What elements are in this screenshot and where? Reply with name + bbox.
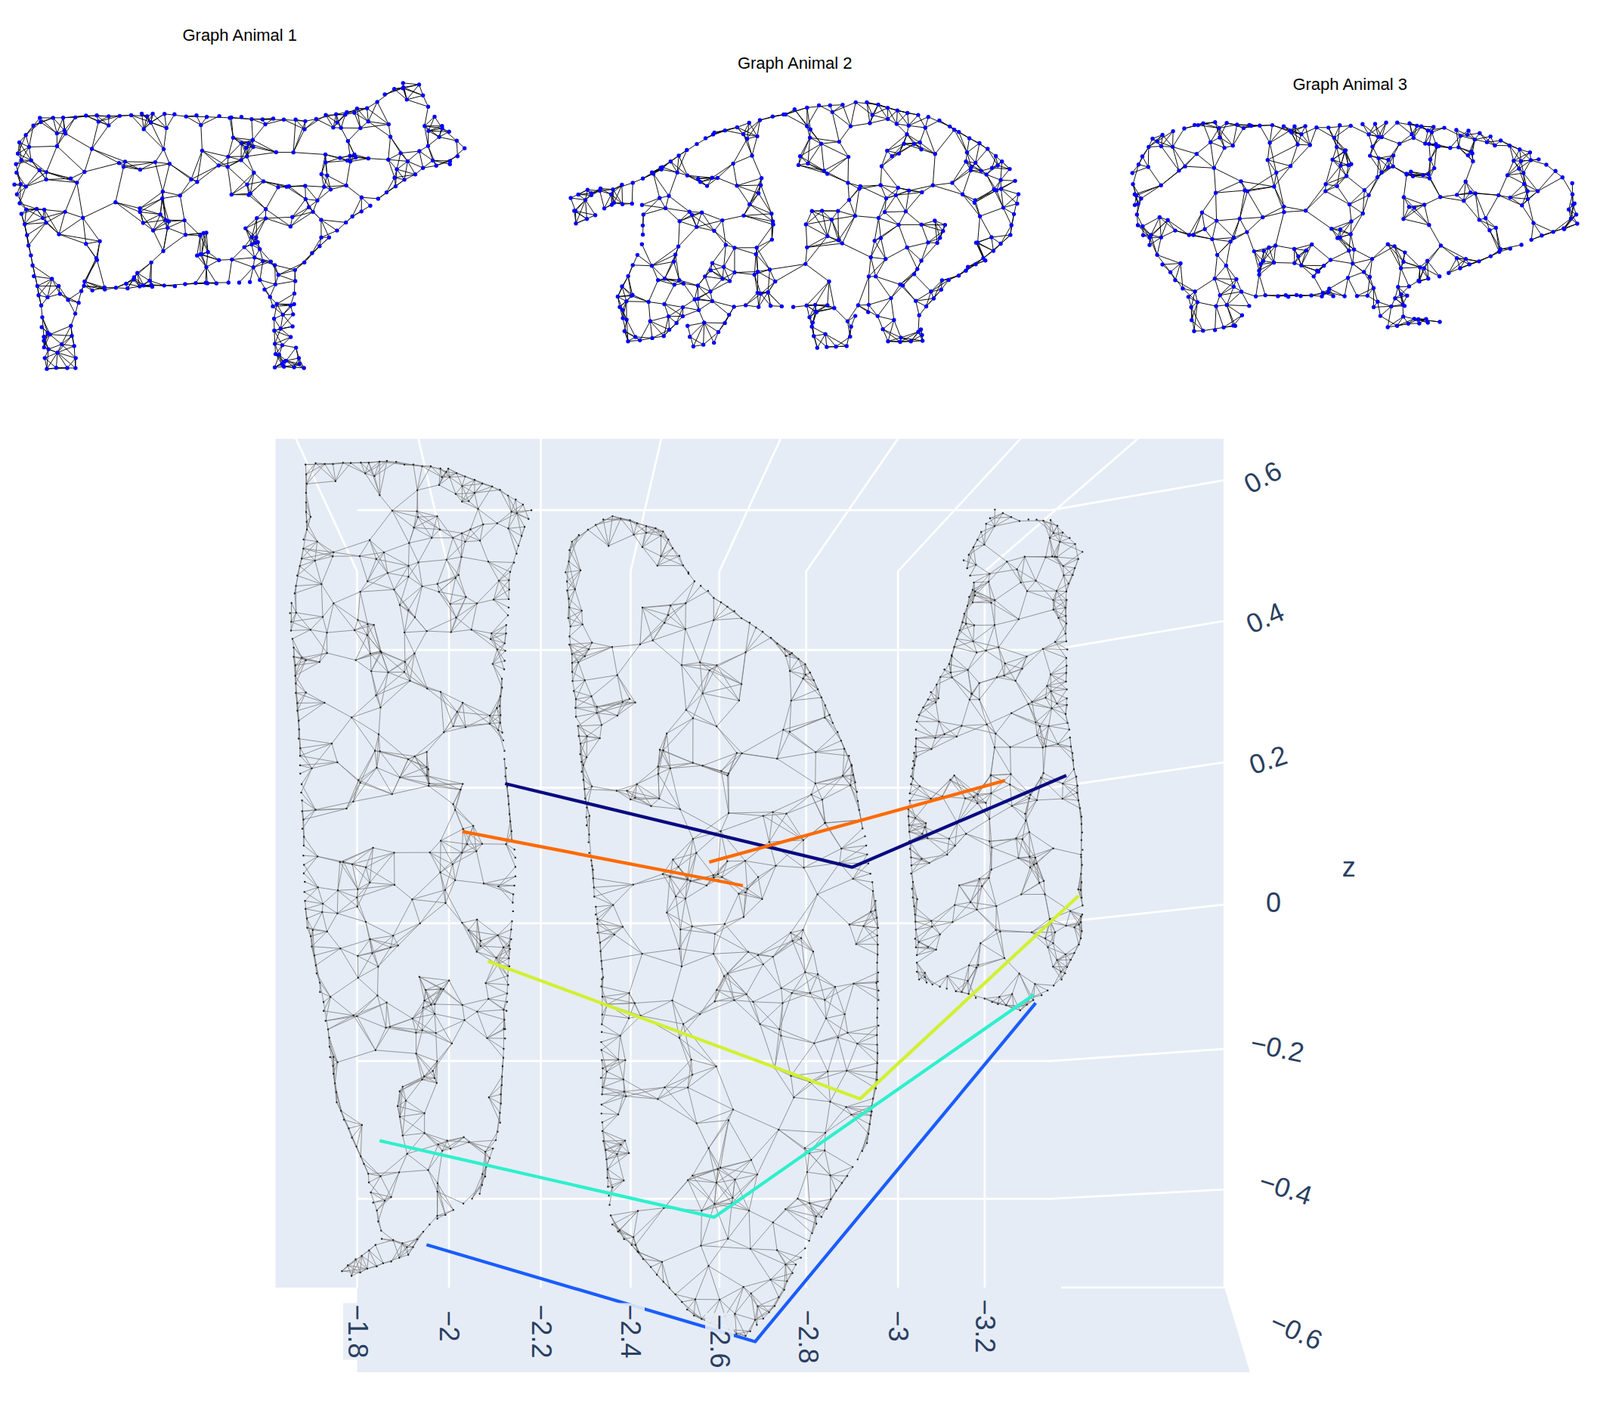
axis-title: z — [1342, 854, 1356, 882]
axis-tick: 0.6 — [1240, 456, 1287, 499]
axis-tick: −2.4 — [615, 1302, 645, 1360]
correspondence-line — [426, 1002, 1036, 1342]
mesh-vertices — [906, 508, 1084, 1012]
mesh-vertices — [288, 460, 533, 1278]
axis-tick: −0.4 — [1256, 1167, 1316, 1211]
axis-tick: 0 — [1265, 889, 1282, 917]
correspondence-line — [487, 895, 1079, 1099]
grid-line — [357, 1048, 1241, 1062]
axis-tick: 0.2 — [1246, 741, 1291, 780]
correspondence-line — [379, 994, 1034, 1217]
axis-tick: −3.2 — [970, 1298, 1000, 1356]
grid-line — [1223, 439, 1226, 1288]
figure-title: Graph Animal 2 — [737, 55, 853, 72]
axis-tick: −2.2 — [526, 1302, 556, 1360]
grid-line — [357, 618, 1241, 650]
mesh-edges — [1132, 122, 1578, 332]
grid-line — [984, 439, 1139, 1288]
grid-line — [1061, 1287, 1225, 1290]
axis-tick: −2 — [434, 1309, 464, 1344]
grid-line — [357, 903, 1241, 924]
axis-tick: −0.6 — [1265, 1308, 1327, 1356]
correspondence-line — [708, 780, 1006, 863]
grid-line — [897, 439, 1021, 1288]
axis-tick: 0.4 — [1242, 598, 1288, 639]
figure-title: Graph Animal 3 — [1292, 76, 1408, 93]
mesh-edges — [570, 102, 1019, 348]
axis-tick: −2.8 — [793, 1308, 823, 1365]
graph-mesh — [1130, 120, 1580, 334]
mesh-vertices — [1130, 120, 1580, 334]
mesh-3d — [288, 460, 533, 1278]
grid-line — [357, 477, 1241, 511]
graph-mesh — [12, 80, 467, 372]
axis-tick: −2.6 — [705, 1313, 734, 1371]
correspondence-lines — [379, 775, 1079, 1342]
mesh-edges — [908, 509, 1084, 1011]
plot-background — [275, 439, 1251, 1373]
axis-tick: −3 — [883, 1309, 913, 1344]
mesh-vertices — [12, 80, 467, 372]
grid-line — [357, 760, 1241, 788]
figure-title: Graph Animal 1 — [182, 27, 298, 44]
correspondence-line — [504, 775, 1067, 868]
mesh-3d — [906, 508, 1084, 1012]
correspondence-line — [462, 831, 743, 886]
mesh-vertices — [568, 100, 1021, 350]
mesh-edges — [14, 83, 465, 369]
mesh-edges — [290, 461, 532, 1276]
axis-tick: −1.8 — [343, 1302, 372, 1360]
graph-mesh — [568, 100, 1021, 350]
grid-line — [357, 1188, 1241, 1200]
plot-scene — [275, 439, 1251, 1373]
axis-tick: −0.2 — [1248, 1029, 1307, 1068]
grid-line — [539, 439, 542, 1288]
